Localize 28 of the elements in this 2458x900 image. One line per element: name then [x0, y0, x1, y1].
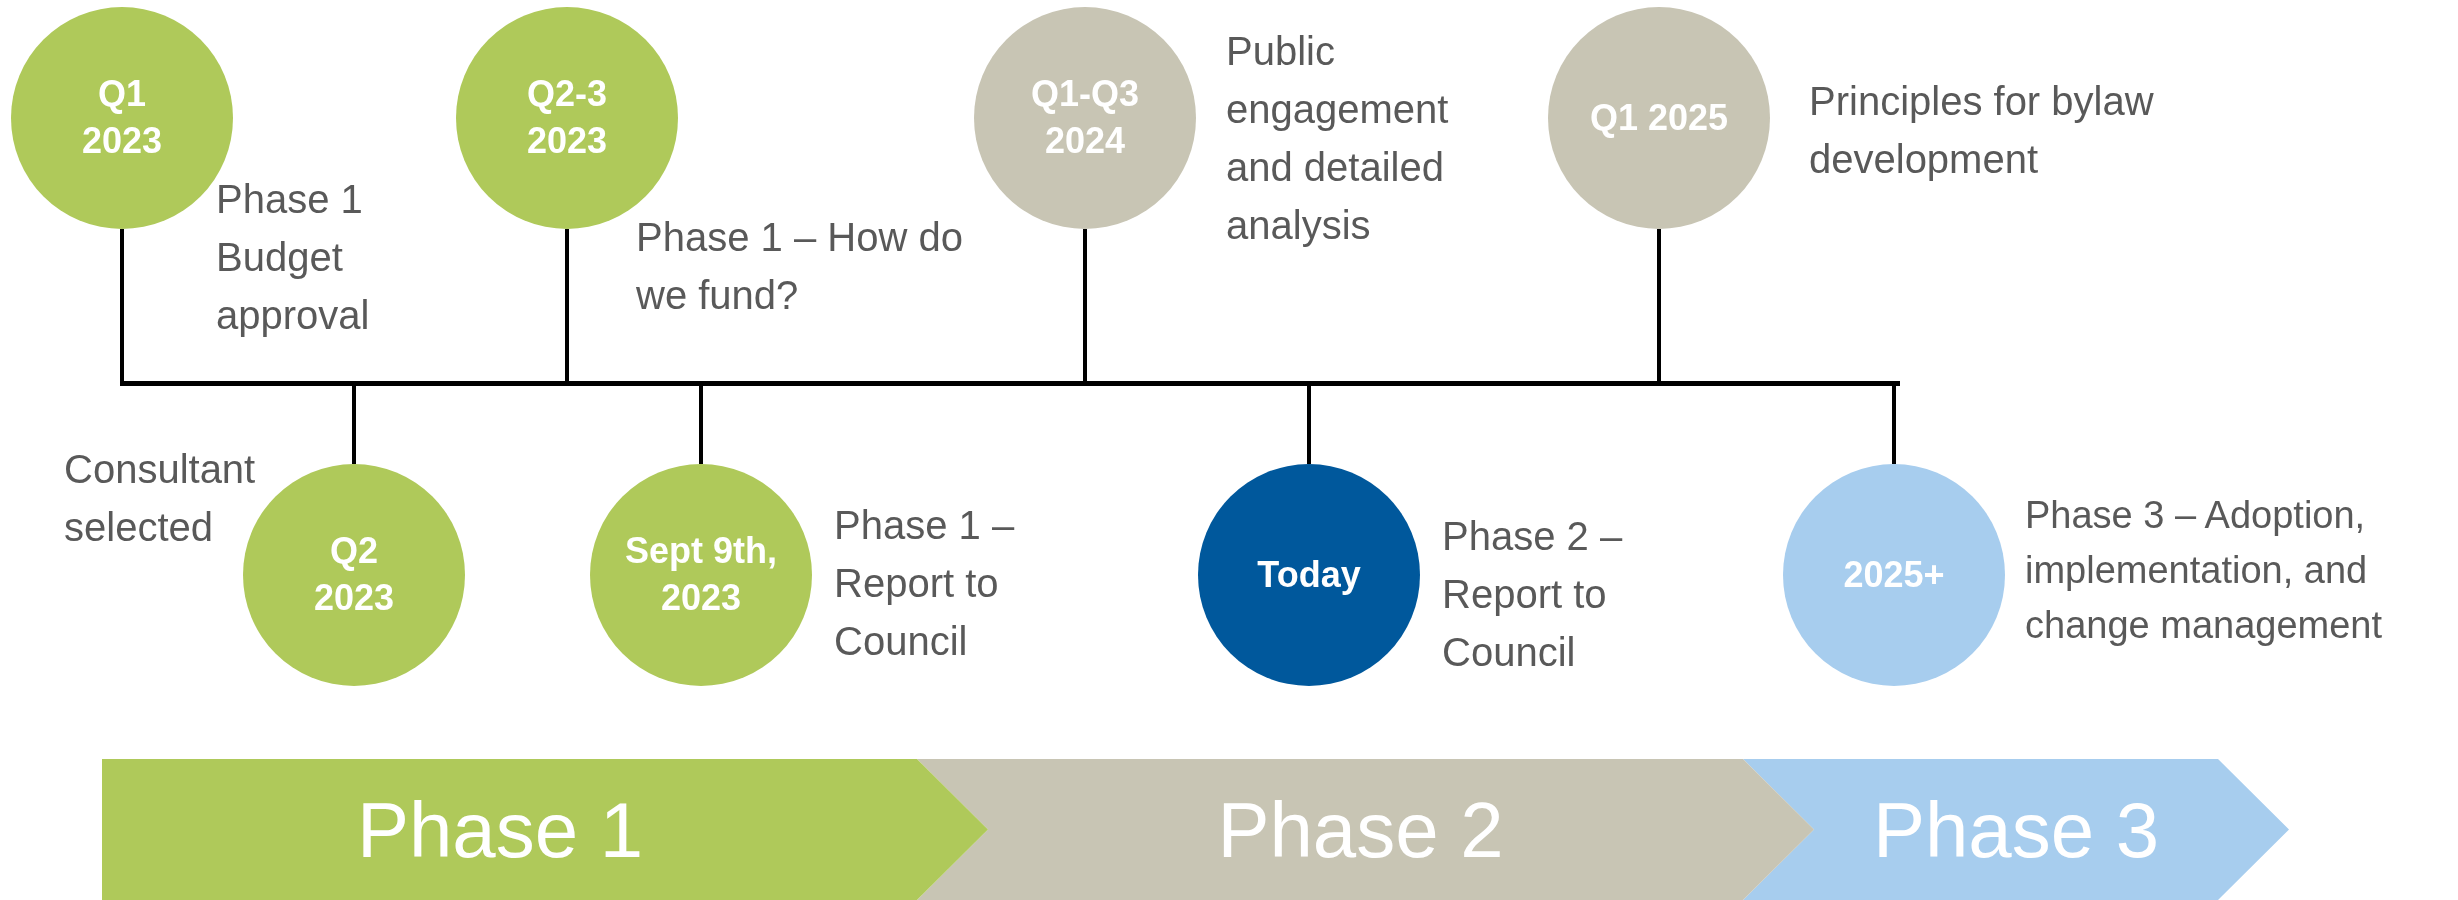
phase-label: Phase 3: [1872, 790, 2160, 869]
milestone-description: Phase 2 – Report to Council: [1442, 513, 1624, 676]
connector-line: [1892, 386, 1896, 464]
connector-line: [1083, 229, 1087, 381]
milestone-date: Q1 2023: [80, 72, 164, 163]
connector-line: [352, 386, 356, 464]
milestone-date: Q1 2025: [1588, 95, 1730, 140]
milestone-description: Phase 1 Budget approval: [216, 176, 371, 339]
connector-line: [565, 229, 569, 381]
connector-line: [1307, 386, 1311, 464]
milestone-description: Principles for bylaw development: [1809, 78, 2155, 183]
timeline-bar: [120, 381, 1900, 386]
milestone-description: Consultant selected: [64, 446, 257, 551]
connector-line: [699, 386, 703, 464]
connector-line: [120, 229, 124, 381]
milestone-description: Public engagement and detailed analysis: [1226, 28, 1450, 249]
phase-label: Phase 2: [1217, 790, 1504, 869]
milestone-date: Q1-Q3 2024: [1029, 72, 1140, 163]
milestone-date: Today: [1256, 552, 1362, 597]
milestone-date: Q2-3 2023: [525, 72, 609, 163]
milestone-date: Sept 9th, 2023: [624, 529, 778, 620]
milestone-description: Phase 1 – How do we fund?: [636, 214, 964, 319]
connector-line: [1657, 229, 1661, 381]
phase-label: Phase 1: [356, 790, 644, 869]
milestone-description: Phase 3 – Adoption, implementation, and change management: [2025, 493, 2384, 649]
milestone-date: Q2 2023: [312, 529, 396, 620]
milestone-date: 2025+: [1842, 552, 1946, 597]
milestone-description: Phase 1 – Report to Council: [834, 502, 1016, 665]
